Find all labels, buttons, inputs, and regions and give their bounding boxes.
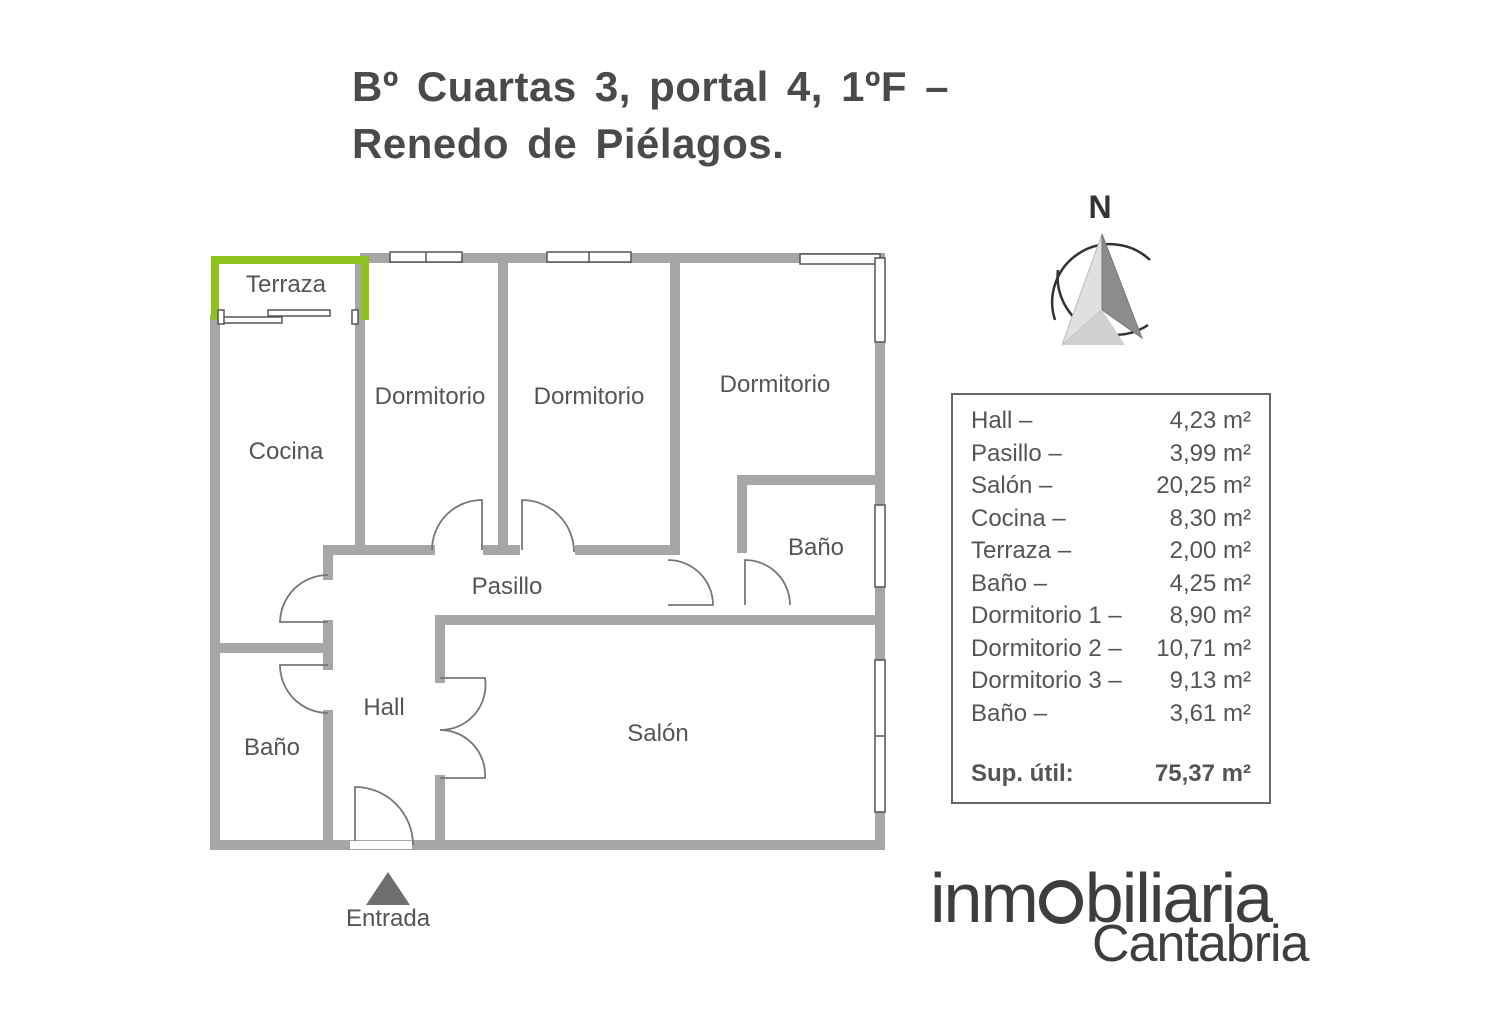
label-dormitorio-2: Dormitorio [534, 383, 645, 410]
area-value: 3,99 m² [1169, 439, 1251, 467]
north-compass-icon: N [1050, 189, 1151, 347]
area-value: 10,71 m² [1156, 634, 1251, 662]
area-value: 8,30 m² [1169, 504, 1251, 532]
area-row: Dormitorio 3 – 9,13 m² [971, 665, 1251, 698]
door-kitchen [279, 574, 329, 623]
window-terrace-1 [221, 316, 283, 324]
window-terrace-2 [267, 309, 331, 317]
north-letter: N [1088, 189, 1111, 225]
area-name: Baño – [971, 569, 1048, 597]
area-name: Baño – [971, 699, 1048, 727]
title-line-2: Renedo de Piélagos. [352, 120, 785, 167]
plan-title: Bº Cuartas 3, portal 4, 1ºF – Renedo de … [352, 58, 949, 172]
label-salon: Salón [627, 720, 688, 747]
label-pasillo: Pasillo [472, 573, 543, 600]
area-name: Cocina – [971, 504, 1066, 532]
area-name: Dormitorio 3 – [971, 667, 1122, 694]
area-value: 9,13 m² [1169, 667, 1251, 694]
area-value: 8,90 m² [1169, 602, 1251, 629]
area-row: Baño – 4,25 m² [971, 568, 1251, 601]
area-row: Dormitorio 1 – 8,90 m² [971, 600, 1251, 633]
area-value: 4,25 m² [1169, 569, 1251, 597]
door-dorm2 [521, 499, 575, 553]
label-cocina: Cocina [249, 438, 324, 465]
label-hall: Hall [363, 694, 404, 721]
area-name: Pasillo – [971, 439, 1062, 467]
entrance-gap [350, 841, 412, 849]
logo-ring-icon [1038, 880, 1083, 924]
area-value: 4,23 m² [1169, 407, 1251, 434]
area-name: Hall – [971, 407, 1033, 434]
total-row: Sup. útil: 75,37 m² [971, 760, 1251, 788]
outer-wall [210, 253, 885, 850]
area-row: Pasillo – 3,99 m² [971, 438, 1251, 471]
area-value: 3,61 m² [1169, 699, 1251, 727]
area-row: Terraza – 2,00 m² [971, 535, 1251, 568]
area-table: Hall – 4,23 m² Pasillo – 3,99 m² Salón – 20,2… [951, 393, 1271, 804]
label-bano-left: Baño [244, 734, 300, 761]
terrace-highlight [211, 256, 369, 320]
label-terraza: Terraza [246, 271, 327, 298]
door-salon-1 [439, 677, 487, 731]
door-dorm1 [431, 499, 483, 551]
label-dormitorio-3: Dormitorio [720, 371, 831, 398]
walls [210, 253, 885, 850]
area-row: Baño – 3,61 m² [971, 698, 1251, 731]
window-dorm3-top [799, 253, 881, 265]
total-label: Sup. útil: [971, 760, 1074, 787]
area-row: Salón – 20,25 m² [971, 470, 1251, 503]
logo-part-1: inm [930, 859, 1039, 937]
total-value: 75,37 m² [1154, 760, 1251, 787]
windows [217, 251, 886, 813]
window-terrace-3 [351, 309, 359, 325]
area-name: Salón – [971, 472, 1053, 499]
area-name: Terraza – [971, 537, 1072, 564]
area-row: Cocina – 8,30 m² [971, 503, 1251, 536]
door-bath-right [744, 559, 791, 606]
logo-subtitle: Cantabria [1092, 915, 1309, 973]
door-dorm3 [667, 559, 714, 606]
window-bath [874, 504, 886, 588]
area-value: 20,25 m² [1156, 472, 1251, 499]
area-name: Dormitorio 2 – [971, 634, 1122, 662]
door-bath-left [279, 664, 329, 714]
window-dorm3-side [874, 257, 886, 343]
area-name: Dormitorio 1 – [971, 602, 1122, 629]
logo-part-2: biliaria [1084, 859, 1273, 937]
company-logo: inm biliaria [930, 858, 1273, 938]
doors [279, 499, 791, 846]
label-bano-right: Baño [788, 534, 844, 561]
area-row: Hall – 4,23 m² [971, 405, 1251, 438]
area-rows: Hall – 4,23 m² Pasillo – 3,99 m² Salón – 20,2… [971, 405, 1251, 730]
area-value: 2,00 m² [1169, 537, 1251, 564]
door-entrance [354, 786, 414, 846]
entrance-label: Entrada [346, 905, 431, 932]
door-salon-2 [439, 729, 486, 779]
entrance-arrow-icon [366, 872, 410, 905]
title-line-1: Bº Cuartas 3, portal 4, 1ºF – [352, 63, 950, 110]
label-dormitorio-1: Dormitorio [375, 383, 486, 410]
area-row: Dormitorio 2 – 10,71 m² [971, 633, 1251, 666]
